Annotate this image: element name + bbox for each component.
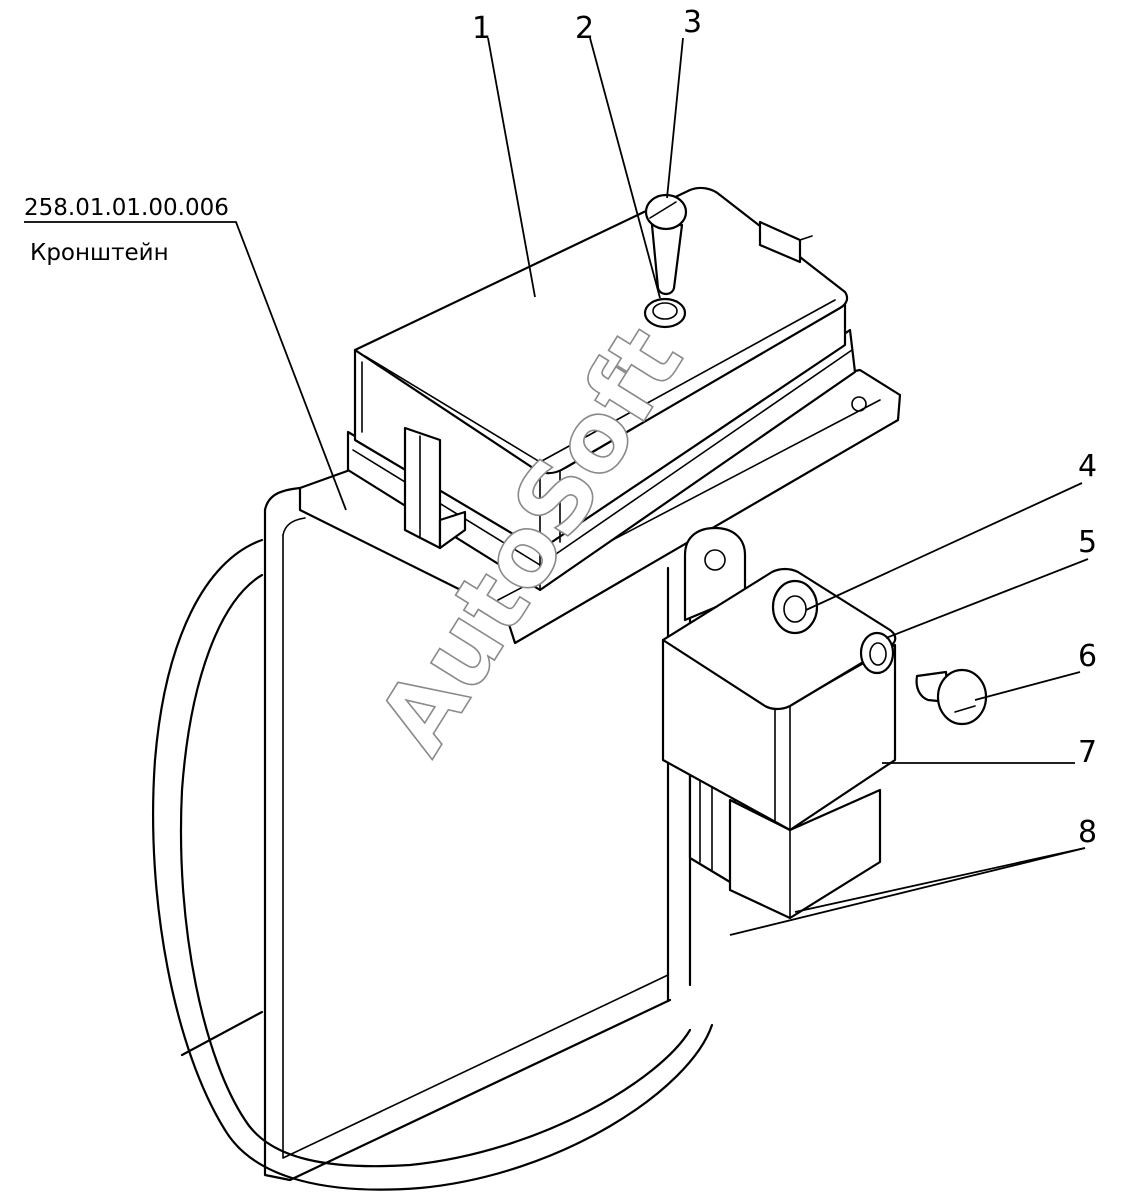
horizontal-screw-icon	[915, 668, 988, 726]
relay	[661, 567, 897, 920]
reference-part-code: 258.01.01.00.006	[24, 195, 229, 221]
callout-numbers: 1 2 3 4 5 6 7 8	[472, 5, 1097, 850]
reference-part-name: Кронштейн	[30, 240, 169, 266]
callout-5: 5	[1078, 525, 1097, 560]
washer-icon	[771, 579, 819, 635]
callout-8: 8	[1078, 815, 1097, 850]
callout-7: 7	[1078, 735, 1097, 770]
callout-2: 2	[575, 11, 594, 46]
spring-washer-small-icon	[859, 631, 895, 675]
fuse-block	[346, 186, 857, 592]
callout-1: 1	[472, 11, 491, 46]
leader-lines	[24, 37, 1089, 936]
callout-3: 3	[683, 5, 702, 40]
callout-6: 6	[1078, 639, 1097, 674]
cable-loop	[152, 538, 714, 1191]
spring-washer-icon	[643, 297, 687, 329]
screw-icon	[644, 193, 688, 296]
callout-4: 4	[1078, 449, 1097, 484]
